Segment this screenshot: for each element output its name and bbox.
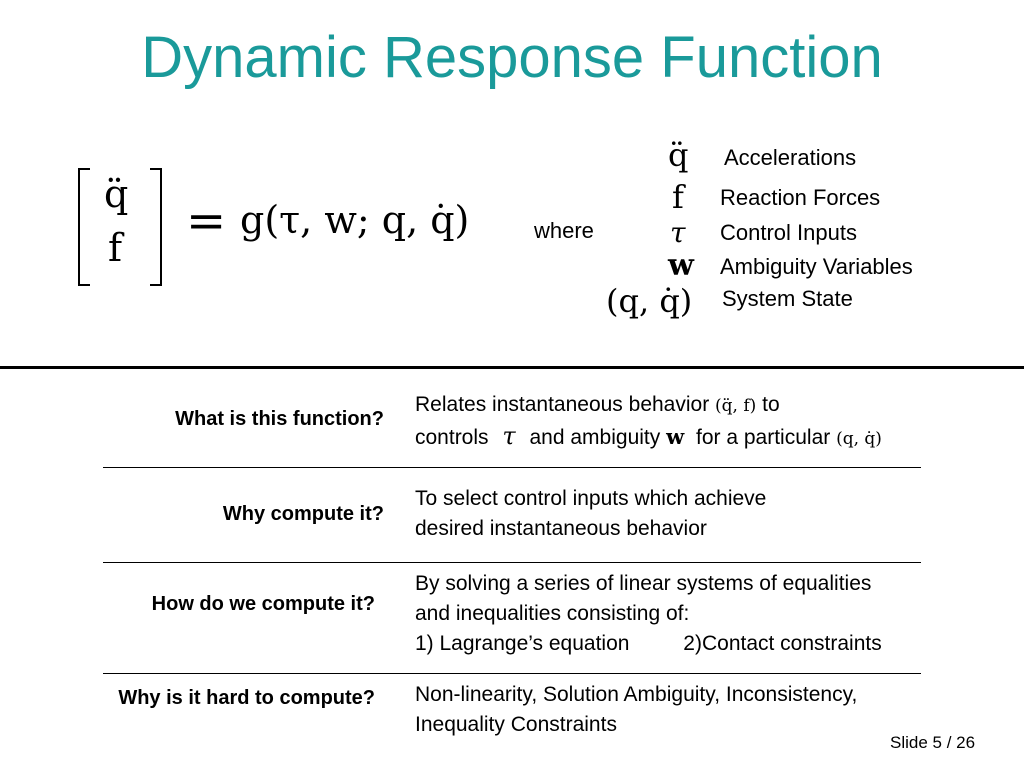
where-label: where bbox=[534, 218, 594, 243]
answer-line: 1) Lagrange’s equation 2)Contact constra… bbox=[415, 629, 882, 659]
answer-line: controls τ and ambiguity w for a particu… bbox=[415, 421, 882, 454]
tau-symbol: τ bbox=[502, 422, 516, 450]
question: How do we compute it? bbox=[151, 593, 375, 615]
behavior-symbol: (q̈, f) bbox=[715, 396, 757, 416]
answer: By solving a series of linear systems of… bbox=[415, 569, 882, 659]
legend-symbol: (q, q̇) bbox=[606, 282, 693, 320]
row-divider bbox=[103, 467, 921, 468]
row-divider bbox=[103, 562, 921, 563]
left-bracket bbox=[78, 168, 90, 286]
answer-line: Non-linearity, Solution Ambiguity, Incon… bbox=[415, 683, 858, 706]
question: Why compute it? bbox=[222, 503, 384, 525]
row-divider bbox=[103, 673, 921, 674]
legend-symbol: f bbox=[672, 178, 684, 216]
answer: Relates instantaneous behavior (q̈, f) t… bbox=[415, 390, 882, 454]
right-bracket bbox=[150, 168, 162, 286]
answer-line: and inequalities consisting of: bbox=[415, 602, 690, 625]
legend-label: Control Inputs bbox=[720, 220, 857, 245]
answer-text: Relates instantaneous behavior bbox=[415, 393, 710, 416]
slide-number: Slide 5 / 26 bbox=[890, 733, 976, 752]
legend-symbol: w bbox=[668, 248, 694, 283]
state-symbol: (q, q̇) bbox=[836, 429, 882, 449]
equation-rhs: g(τ, w; q, q̇) bbox=[240, 198, 470, 242]
vector-top: q̈ bbox=[104, 172, 129, 216]
answer-item: 2)Contact constraints bbox=[683, 632, 882, 655]
answer-text: for a particular bbox=[696, 426, 831, 449]
section-divider bbox=[0, 366, 1024, 369]
answer-line: Inequality Constraints bbox=[415, 713, 617, 736]
question: Why is it hard to compute? bbox=[118, 687, 375, 709]
answer-text: to bbox=[762, 393, 780, 416]
answer: To select control inputs which achieve d… bbox=[415, 484, 766, 544]
legend-label: Accelerations bbox=[724, 145, 857, 170]
legend-label: Reaction Forces bbox=[720, 185, 881, 210]
answer-line: By solving a series of linear systems of… bbox=[415, 572, 872, 595]
answer-item: 1) Lagrange’s equation bbox=[415, 632, 630, 655]
answer-line: To select control inputs which achieve bbox=[415, 487, 767, 510]
w-symbol: w bbox=[666, 424, 685, 449]
answer-text: and ambiguity bbox=[529, 426, 661, 449]
answer-line: desired instantaneous behavior bbox=[415, 517, 707, 540]
legend-symbol: τ bbox=[670, 216, 686, 249]
legend-label: System State bbox=[722, 286, 853, 311]
answer-text: controls bbox=[415, 426, 489, 449]
question: What is this function? bbox=[175, 408, 384, 430]
equals-sign: = bbox=[186, 193, 227, 249]
answer: Non-linearity, Solution Ambiguity, Incon… bbox=[415, 680, 857, 740]
answer-line: Relates instantaneous behavior (q̈, f) t… bbox=[415, 390, 882, 421]
legend-symbol: q̈ bbox=[668, 136, 689, 174]
legend-label: Ambiguity Variables bbox=[720, 254, 913, 279]
vector-bottom: f bbox=[108, 226, 123, 270]
slide-title: Dynamic Response Function bbox=[141, 25, 883, 90]
